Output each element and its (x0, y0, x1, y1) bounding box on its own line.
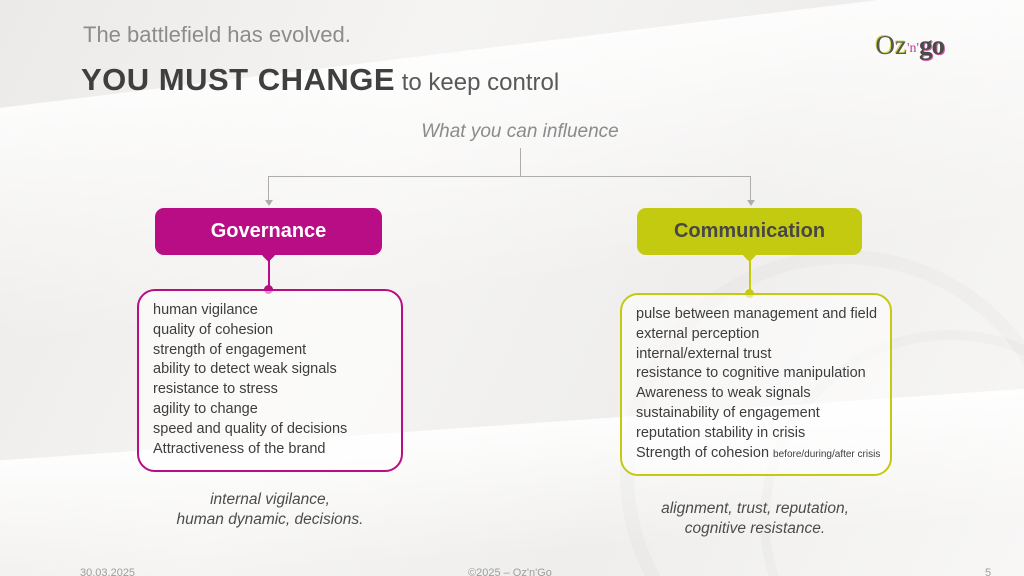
logo-n: 'n' (906, 41, 919, 56)
logo-oz: Oz (875, 30, 907, 60)
slide-pretitle: The battlefield has evolved. (83, 22, 351, 47)
arrow-down-icon (746, 200, 755, 206)
connector-stem (520, 148, 521, 176)
governance-node: Governance (155, 208, 382, 255)
list-item: strength of engagement (153, 341, 307, 358)
footer-date: 30.03.2025 (80, 567, 136, 576)
communication-node: Communication (637, 208, 862, 255)
list-item: resistance to stress (153, 381, 278, 398)
slide-title: YOU MUST CHANGE to keep control (81, 62, 559, 98)
list-item: external perception (636, 325, 760, 342)
list-item: pulse between management and field (636, 306, 878, 322)
list-item: sustainability of engagement (636, 404, 820, 421)
list-item: ability to detect weak signals (153, 361, 337, 378)
governance-caption: internal vigilance, human dynamic, decis… (120, 490, 420, 530)
arrow-down-icon (264, 200, 273, 206)
list-item: Attractiveness of the brand (153, 440, 326, 457)
list-item: quality of cohesion (153, 321, 274, 338)
slide-title-strong: YOU MUST CHANGE (81, 62, 396, 97)
governance-list: human vigilance quality of cohesion streng… (139, 291, 401, 459)
list-item: internal/external trust (636, 345, 772, 362)
list-item: Awareness to weak signals (636, 385, 811, 402)
caption-line: cognitive resistance. (684, 520, 826, 537)
footer-page-number: 5 (985, 567, 992, 576)
caption-line: internal vigilance, (210, 491, 330, 508)
governance-list-box: human vigilance quality of cohesion streng… (137, 289, 403, 472)
connector-drop-right (750, 176, 751, 200)
connector-drop-left (268, 176, 269, 200)
communication-caption: alignment, trust, reputation, cognitive … (605, 499, 905, 539)
list-item: agility to change (153, 400, 258, 417)
slide-title-rest: to keep control (395, 69, 560, 96)
caption-line: human dynamic, decisions. (176, 511, 364, 528)
logo-go: go (919, 30, 945, 60)
communication-link-line (748, 257, 751, 294)
list-item: Strength of cohesion before/during/after… (636, 444, 881, 461)
list-item: reputation stability in crisis (636, 424, 806, 441)
communication-list: pulse between management and field extern… (622, 295, 890, 464)
footer-copyright: ©2025 – Oz'n'Go (468, 567, 552, 576)
caption-line: alignment, trust, reputation, (661, 500, 849, 517)
governance-link-line (267, 257, 270, 290)
list-item: human vigilance (153, 302, 258, 318)
list-item: resistance to cognitive manipulation (636, 365, 866, 382)
connector-horizontal (268, 176, 751, 177)
influence-label: What you can influence (421, 121, 619, 142)
ozngo-logo: Oz'n'go (875, 30, 945, 61)
list-item: speed and quality of decisions (153, 420, 348, 437)
communication-list-box: pulse between management and field extern… (620, 293, 892, 476)
